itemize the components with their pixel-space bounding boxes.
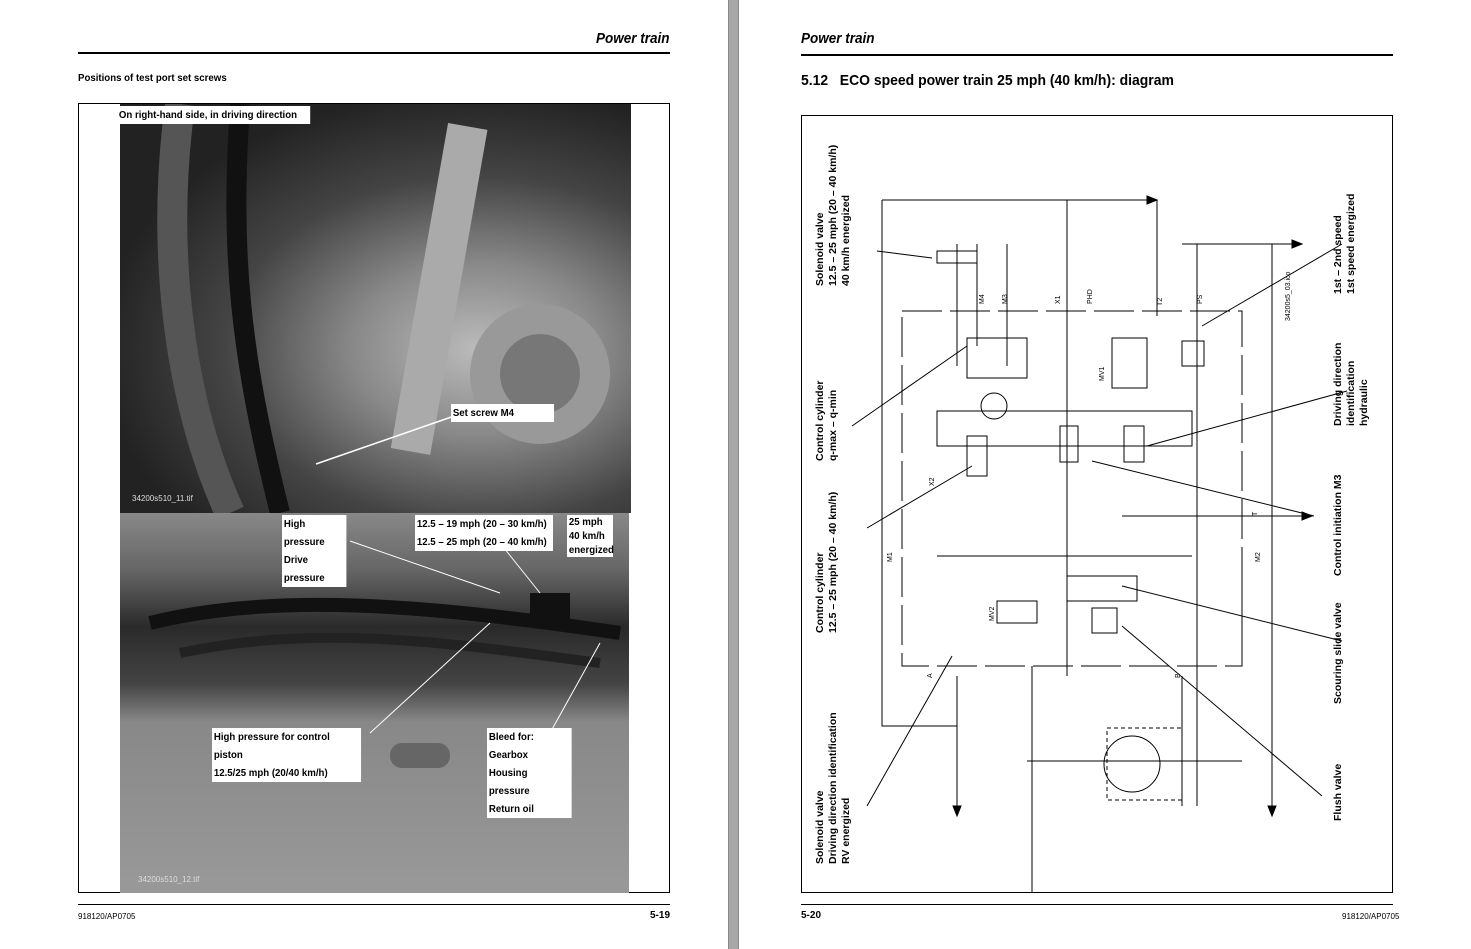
port-label: M2 <box>1255 552 1262 562</box>
label-line: Drive pressure <box>283 554 325 584</box>
label-line: High pressure <box>283 518 325 548</box>
section-title: 5.12 ECO speed power train 25 mph (40 km… <box>801 72 1174 89</box>
label-line: Driving direction identification <box>827 712 839 864</box>
label-line: identification <box>1345 360 1357 426</box>
doc-number: 918120/AP0705 <box>78 912 136 921</box>
diagram-schematic: M4 M3 X1 PHD T2 PS MV1 X2 M1 M2 T A B MV… <box>851 195 1348 892</box>
label-set-screw: Set screw M4 <box>451 404 555 422</box>
port-label: T2 <box>1157 298 1164 306</box>
label-line: Control cylinder <box>814 552 826 633</box>
page-header: Power train <box>596 30 670 47</box>
photo-caption: On right-hand side, in driving direction <box>117 106 311 124</box>
label-line: High pressure for control piston <box>213 731 330 761</box>
photo-frame: 34200s510_11.tif On right-hand side, in … <box>78 103 670 893</box>
footer-rule <box>801 904 1393 905</box>
label-control-piston: High pressure for control piston 12.5/25 … <box>212 728 362 782</box>
label-line: 25 mph <box>568 516 603 528</box>
label-line: Housing pressure <box>488 767 530 797</box>
port-label: M3 <box>1002 294 1009 304</box>
label-line: Bleed for: <box>488 731 534 743</box>
label-line: Driving direction <box>1332 342 1344 426</box>
label-line: Return oil <box>488 803 534 815</box>
label-line: q-max – q-min <box>827 389 839 461</box>
label-line: 40 km/h <box>568 530 605 542</box>
label-line: Flush valve <box>1332 763 1344 821</box>
engine-photo-bottom: 34200s510_12.tif <box>120 513 629 893</box>
label-line: Solenoid valve <box>814 790 826 864</box>
label-line: 40 km/h energized <box>840 194 852 286</box>
page-header: Power train <box>801 30 875 47</box>
right-page: Power train 5.12 ECO speed power train 2… <box>738 0 1471 949</box>
label-line: hydraulic <box>1358 379 1370 426</box>
label-line: 1st – 2nd speed <box>1332 215 1344 294</box>
port-label: X1 <box>1055 295 1062 304</box>
header-rule <box>801 54 1393 56</box>
doc-number: 918120/AP0705 <box>1342 912 1400 921</box>
label-line: 12.5 – 19 mph (20 – 30 km/h) <box>416 518 547 530</box>
engine-photo-top: 34200s510_11.tif <box>120 104 631 513</box>
port-label: X2 <box>929 477 936 486</box>
port-label: T <box>1252 511 1259 516</box>
label-line: 12.5 – 25 mph (20 – 40 km/h) <box>827 144 839 286</box>
label-line: energized <box>568 544 614 556</box>
photo-top-shapes <box>157 104 610 513</box>
label-line: RV energized <box>840 797 852 864</box>
port-label: MV1 <box>1099 367 1106 382</box>
port-label: M1 <box>887 552 894 562</box>
photo-file-id: 34200s510_12.tif <box>138 875 200 884</box>
label-flush-valve: Flush valve <box>1332 764 1345 821</box>
label-control-initiation: Control initiation M3 <box>1332 475 1345 577</box>
port-label: B <box>1175 673 1182 678</box>
port-label: PHD <box>1087 289 1094 304</box>
page-number: 5-20 <box>801 910 822 921</box>
label-line: Control cylinder <box>814 380 826 461</box>
port-label: MV2 <box>989 607 996 622</box>
port-label: M4 <box>979 294 986 304</box>
photo-file-id: 34200s510_11.tif <box>132 494 193 503</box>
label-line: Gearbox <box>488 749 529 761</box>
section-subtitle: Positions of test port set screws <box>78 72 227 84</box>
hydraulic-diagram: M4 M3 X1 PHD T2 PS MV1 X2 M1 M2 T A B MV… <box>801 115 1393 893</box>
label-line: Scouring slide valve <box>1332 602 1344 704</box>
label-scouring-slide-valve: Scouring slide valve <box>1332 602 1345 704</box>
label-line: 1st speed energized <box>1345 193 1357 294</box>
header-rule <box>78 52 670 54</box>
file-id: 34200s5_03.ico <box>1285 271 1292 321</box>
footer-rule <box>78 904 670 905</box>
page-number: 5-19 <box>650 910 671 921</box>
label-energized: 25 mph 40 km/h energized <box>567 515 614 557</box>
label-line: 12.5 – 25 mph (20 – 40 km/h) <box>416 536 547 548</box>
label-line: 12.5 – 25 mph (20 – 40 km/h) <box>827 491 839 633</box>
label-line: 12.5/25 mph (20/40 km/h) <box>213 767 328 779</box>
label-line: Solenoid valve <box>814 212 826 286</box>
left-page: Power train Positions of test port set s… <box>0 0 729 949</box>
photo-bottom-shapes <box>148 540 622 768</box>
port-label: PS <box>1197 294 1204 304</box>
label-speed: 12.5 – 19 mph (20 – 30 km/h) 12.5 – 25 mp… <box>415 515 553 551</box>
label-line: Control initiation M3 <box>1332 474 1344 577</box>
port-label: A <box>927 673 934 678</box>
